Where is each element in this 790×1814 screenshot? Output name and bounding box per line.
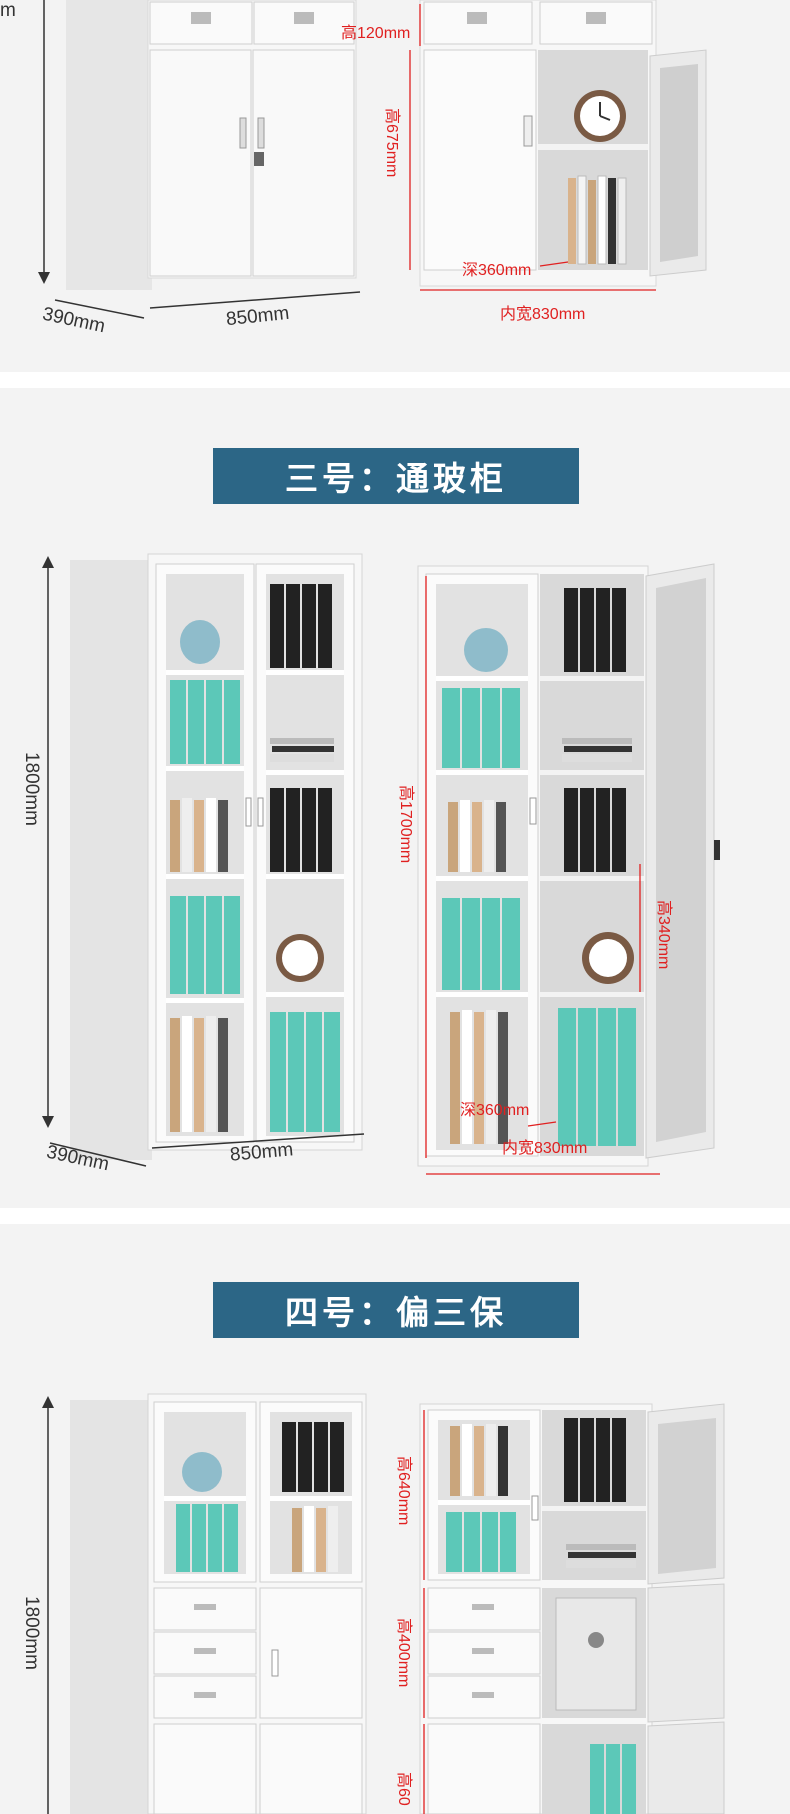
section-divider [0,372,790,388]
depth-label: 深360mm [462,262,532,279]
section-partial-safe-cabinet: 四号：偏三保 [0,1224,790,1814]
lower-height-label: 高60 [395,1772,412,1806]
total-height-label: 1800mm [21,1596,42,1670]
inner-width-label: 内宽830mm [500,306,586,323]
section-title-banner: 三号：通玻柜 [213,448,579,504]
inner-height-label: 高1700mm [397,785,414,864]
section-two-door-cabinet: m 高120mm 高675mm 深360mm 内宽830mm 390mm 850… [0,0,790,372]
total-height-label: 1800mm [21,752,42,826]
drawer-height-label: 高120mm [341,25,411,42]
depth-label: 深360mm [460,1102,530,1119]
cabinet-illustration-2 [42,553,720,1175]
cabinet-illustration-1 [38,0,707,319]
partial-dimension-text: m [0,0,16,21]
door-height-label: 高675mm [383,108,400,178]
section-title-banner: 四号：偏三保 [213,1282,579,1338]
middle-height-label: 高400mm [395,1618,412,1688]
upper-height-label: 高640mm [395,1456,412,1526]
section-glass-cabinet: 三号：通玻柜 [0,388,790,1208]
section-divider [0,1208,790,1224]
shelf-height-label: 高340mm [655,900,672,970]
inner-width-label: 内宽830mm [502,1140,588,1157]
cabinet-illustration-3 [42,1393,725,1814]
